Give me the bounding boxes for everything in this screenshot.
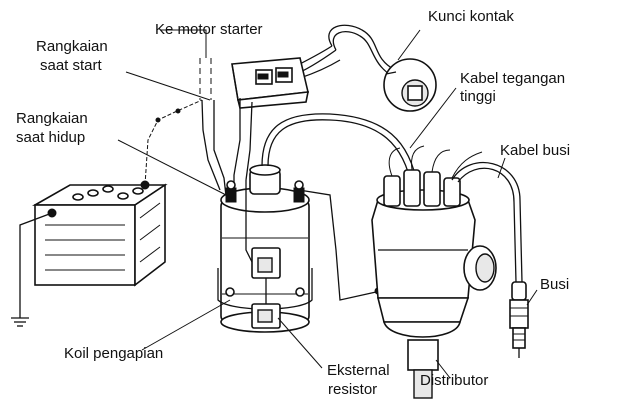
label-kabel-busi: Kabel busi xyxy=(500,142,571,159)
spark-plug xyxy=(509,281,529,358)
label-rangkaian-saat-start-line2: saat start xyxy=(40,57,102,74)
distributor xyxy=(371,169,497,399)
label-rangkaian-saat-start-line1: Rangkaian xyxy=(36,38,108,55)
battery xyxy=(11,180,168,327)
label-eksternal-resistor-line2: resistor xyxy=(328,381,378,398)
label-kunci-kontak: Kunci kontak xyxy=(428,8,514,25)
battery-cell-caps xyxy=(72,185,144,201)
wire-connector xyxy=(231,57,309,109)
label-distributor: Distributor xyxy=(420,372,489,389)
label-rangkaian-saat-hidup-line2: saat hidup xyxy=(16,129,86,146)
label-busi: Busi xyxy=(540,276,570,293)
label-kabel-tegangan-tinggi-line2: tinggi xyxy=(460,88,496,105)
ignition-switch xyxy=(328,24,437,112)
label-eksternal-resistor-line1: Eksternal xyxy=(327,362,390,379)
label-ke-motor-starter: Ke motor starter xyxy=(155,21,263,38)
label-koil-pengapian: Koil pengapian xyxy=(64,345,164,362)
label-rangkaian-saat-hidup-line1: Rangkaian xyxy=(16,110,88,127)
external-resistor xyxy=(245,180,281,329)
leader-lines xyxy=(117,29,538,379)
label-kabel-tegangan-tinggi-line1: Kabel tegangan xyxy=(460,70,566,87)
